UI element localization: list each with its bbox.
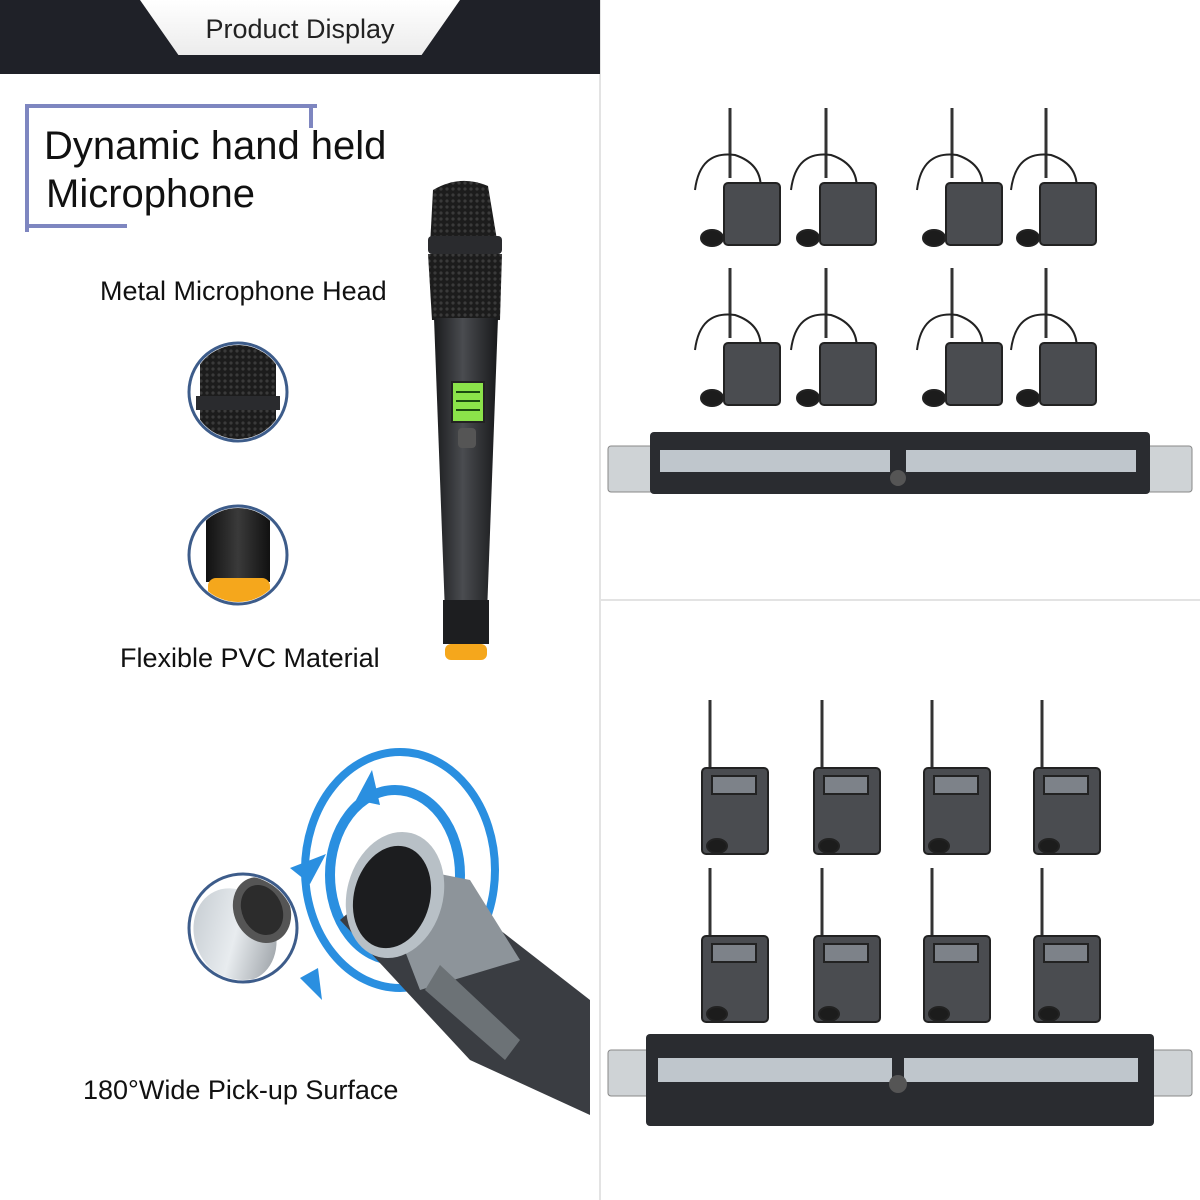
transmitter-unit bbox=[701, 868, 769, 1023]
transmitter-unit bbox=[813, 700, 881, 855]
pvc-detail bbox=[187, 504, 289, 606]
banner-tab bbox=[140, 0, 460, 55]
transmitter-unit bbox=[1033, 700, 1101, 855]
heading-frame-bottom bbox=[25, 224, 127, 228]
pickup-small-detail bbox=[187, 872, 299, 984]
feature-label-head: Metal Microphone Head bbox=[100, 276, 387, 306]
horizontal-divider bbox=[600, 599, 1200, 601]
transmitter-unit bbox=[790, 108, 877, 247]
transmitter-unit bbox=[923, 868, 991, 1023]
transmitter-unit bbox=[701, 700, 769, 855]
heading-frame bbox=[25, 104, 317, 232]
heading-line-2: Microphone bbox=[46, 172, 256, 216]
heading-frame-right bbox=[309, 104, 313, 128]
pickup-capsule bbox=[340, 831, 590, 1115]
handheld-microphone bbox=[428, 180, 502, 660]
left-illustrations bbox=[187, 180, 590, 1115]
transmitter-unit bbox=[694, 268, 781, 407]
bodypack-transmitters bbox=[701, 700, 1101, 1023]
feature-label-pvc: Flexible PVC Material bbox=[120, 643, 380, 673]
headset-transmitters bbox=[694, 108, 1097, 407]
transmitter-unit bbox=[916, 268, 1003, 407]
transmitter-unit bbox=[694, 108, 781, 247]
heading-line-1: Dynamic hand held bbox=[44, 124, 387, 168]
transmitter-unit bbox=[923, 700, 991, 855]
banner-title: Product Display bbox=[205, 14, 395, 44]
transmitter-unit bbox=[1033, 868, 1101, 1023]
receiver-bottom bbox=[607, 1034, 1193, 1126]
transmitter-unit bbox=[916, 108, 1003, 247]
transmitter-unit bbox=[1010, 108, 1097, 247]
feature-label-pickup: 180°Wide Pick-up Surface bbox=[83, 1075, 399, 1105]
right-illustrations bbox=[607, 108, 1193, 1126]
receiver-top bbox=[607, 432, 1193, 494]
transmitter-unit bbox=[813, 868, 881, 1023]
transmitter-unit bbox=[1010, 268, 1097, 407]
transmitter-unit bbox=[790, 268, 877, 407]
metal-head-detail bbox=[187, 341, 289, 443]
